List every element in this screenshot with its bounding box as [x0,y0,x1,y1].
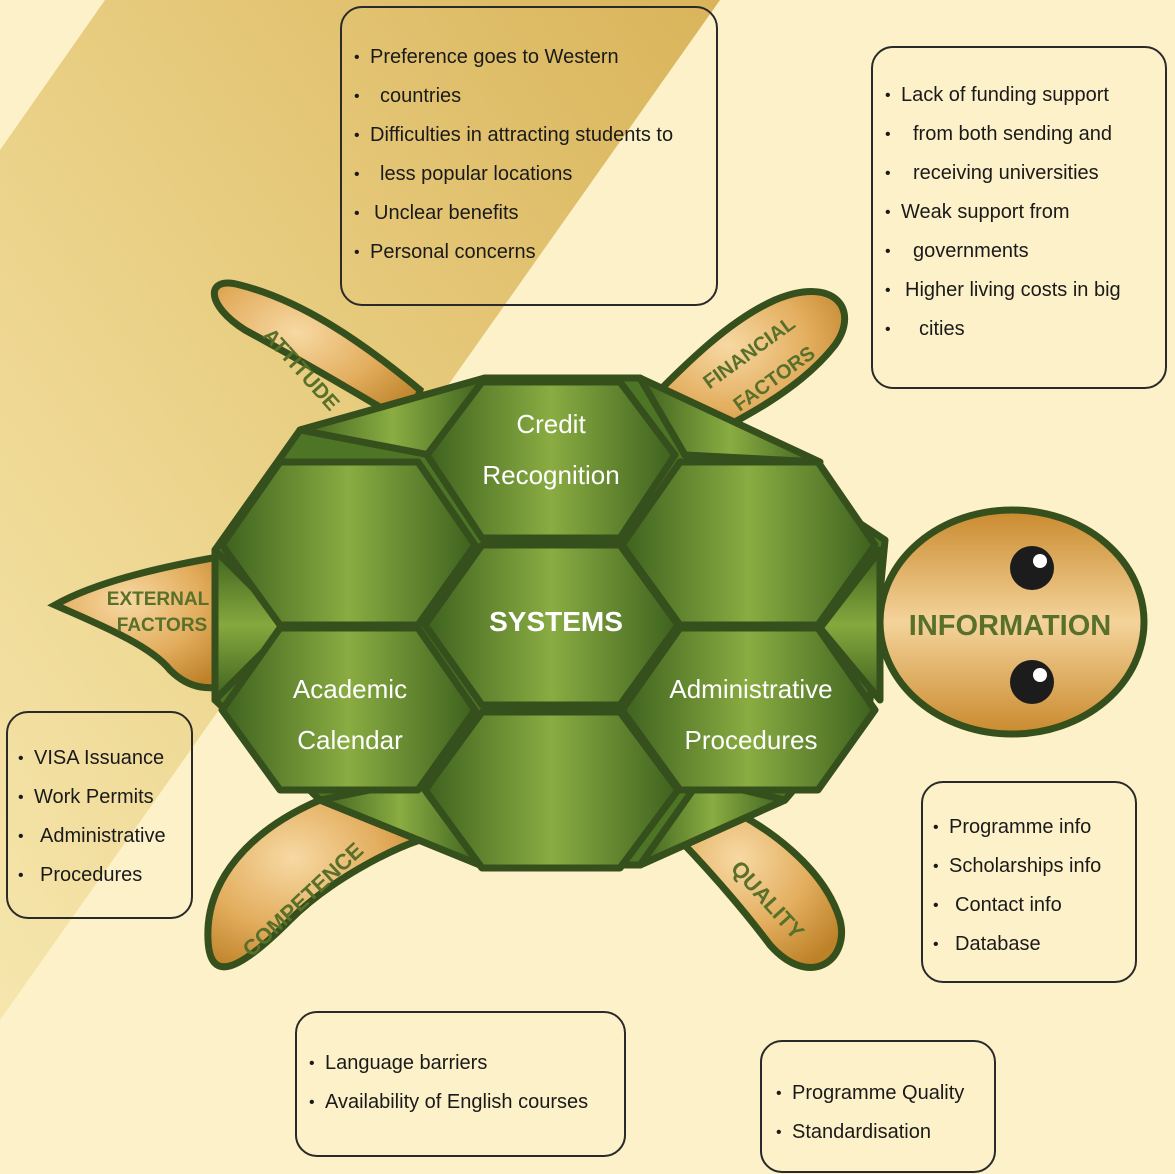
shell-top-line1: Credit [516,409,586,439]
list-item: Contact info [933,886,1135,925]
list-item: cities [885,310,1165,349]
list-item: Standardisation [776,1113,994,1152]
shell-left-line2: Calendar [297,725,403,755]
list-item: Language barriers [309,1044,624,1083]
list-item: Administrative [18,817,191,856]
shell-right-line2: Procedures [685,725,818,755]
limb-competence [204,796,431,971]
limb-attitude [210,279,424,431]
hex-center [421,541,682,709]
shell-top-line2: Recognition [482,460,619,490]
list-item: Programme info [933,808,1135,847]
list-item: VISA Issuance [18,739,191,778]
list-item: Lack of funding support [885,76,1165,115]
hex-bottom [421,708,682,872]
hex-top [423,378,679,542]
turtle-shell [211,374,889,872]
limb-external [47,550,236,692]
list-item: Procedures [18,856,191,895]
list-item: from both sending and [885,115,1165,154]
box-information: Programme info Scholarships info Contact… [921,781,1137,983]
shell-right-line1: Administrative [669,674,832,704]
list-item: Availability of English courses [309,1083,624,1122]
shell-left-line1: Academic [293,674,407,704]
list-item: Higher living costs in big [885,271,1165,310]
hex-lower-left [218,624,479,794]
hex-upper-left [218,458,479,629]
head-label: INFORMATION [909,610,1111,642]
list-item: Scholarships info [933,847,1135,886]
box-attitude: Preference goes to Western countries Dif… [340,6,718,306]
list-item: governments [885,232,1165,271]
list-item: Personal concerns [354,233,716,272]
list-item: less popular locations [354,155,716,194]
limb-label-external-1: EXTERNAL [107,589,210,610]
eye-top [1010,546,1054,590]
list-item: countries [354,77,716,116]
list-item: Work Permits [18,778,191,817]
list-item: Preference goes to Western [354,38,716,77]
eye-bottom [1010,660,1054,704]
list-item: Weak support from [885,193,1165,232]
shell-center-label: SYSTEMS [489,606,623,637]
list-item: Unclear benefits [354,194,716,233]
list-item: Difficulties in attracting students to [354,116,716,155]
limb-label-external-2: FACTORS [117,615,207,636]
box-external: VISA Issuance Work Permits Administrativ… [6,711,193,919]
box-quality: Programme Quality Standardisation [760,1040,996,1173]
list-item: Programme Quality [776,1074,994,1113]
box-financial: Lack of funding support from both sendin… [871,46,1167,389]
limb-quality [664,795,845,971]
list-item: receiving universities [885,154,1165,193]
box-competence: Language barriers Availability of Englis… [295,1011,626,1157]
list-item: Database [933,925,1135,964]
